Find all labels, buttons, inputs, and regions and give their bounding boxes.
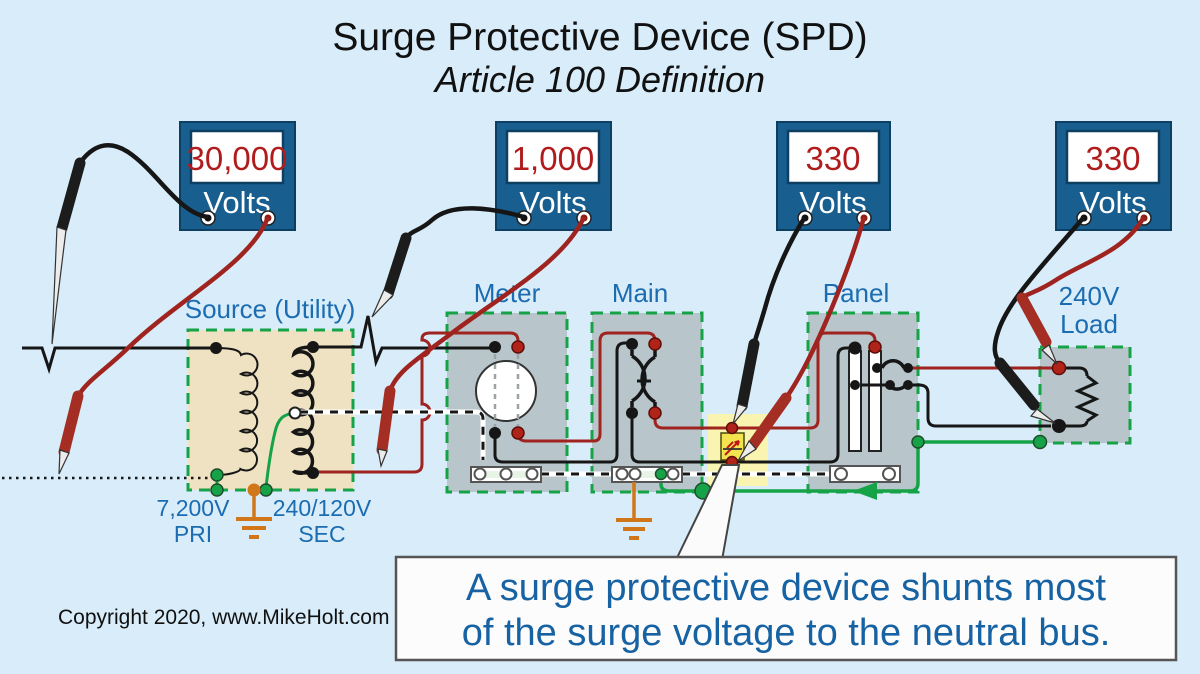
watt-hour-meter-symbol (475, 354, 537, 427)
voltmeter-3-reading: 330 (805, 140, 860, 177)
voltmeter-4: 330 Volts (1055, 121, 1172, 231)
voltmeter-2: 1,000 Volts (495, 121, 612, 231)
connection-dots (210, 337, 1067, 500)
page-title: Surge Protective Device (SPD) (332, 16, 867, 59)
spd-top-terminal (725, 421, 739, 435)
secondary-tag-label: SEC (298, 521, 345, 547)
page-subtitle: Article 100 Definition (433, 59, 765, 100)
spd-mov-arrow (724, 440, 740, 456)
load-return-terminal (1052, 419, 1066, 433)
probe-black-3 (732, 215, 807, 425)
probe-red-2 (376, 216, 587, 469)
load-label-240v: 240V (1059, 281, 1120, 311)
primary-coil (215, 347, 259, 476)
voltmeter-1: 30,000 Volts (179, 121, 296, 231)
load-hot-terminal (1051, 360, 1067, 376)
test-leads (51, 143, 1146, 475)
ground-current-arrow (853, 482, 877, 500)
load-label-load: Load (1060, 309, 1118, 339)
copyright-text: Copyright 2020, www.MikeHolt.com (58, 606, 389, 629)
primary-tag-label: PRI (174, 521, 212, 547)
probe-black-1 (51, 143, 209, 345)
callout: A surge protective device shunts most of… (394, 464, 1178, 662)
main-neutral-bus (611, 466, 683, 483)
neutral-bus-green-screw (654, 467, 668, 481)
callout-line1: A surge protective device shunts most (466, 567, 1106, 609)
probe-black-2 (371, 206, 525, 318)
main-label: Main (612, 278, 668, 308)
voltmeter-1-reading: 30,000 (187, 140, 288, 177)
panel-neutral-bus (829, 465, 901, 483)
meter-neutral-bus (470, 466, 542, 483)
service-ground-electrode (616, 482, 652, 540)
branch-breaker-symbol (850, 359, 913, 391)
secondary-voltage-label: 240/120V (273, 495, 372, 521)
primary-voltage-label: 7,200V (157, 495, 231, 521)
voltmeter-3: 330 Volts (776, 121, 891, 231)
voltmeter-2-reading: 1,000 (512, 140, 595, 177)
probe-red-4 (1016, 215, 1146, 365)
callout-box (394, 555, 1178, 662)
load-resistor (1074, 374, 1100, 423)
panel-bus-bars (848, 350, 882, 452)
probe-black-4 (992, 215, 1086, 424)
source-label: Source (Utility) (185, 294, 355, 324)
voltmeter-4-reading: 330 (1085, 140, 1140, 177)
probe-red-3 (737, 216, 867, 462)
center-tap-terminal (288, 406, 302, 420)
main-breaker-symbol (630, 350, 657, 407)
source-ground-electrode (236, 490, 272, 539)
callout-line2: of the surge voltage to the neutral bus. (462, 612, 1111, 654)
probe-red-1 (58, 216, 271, 475)
